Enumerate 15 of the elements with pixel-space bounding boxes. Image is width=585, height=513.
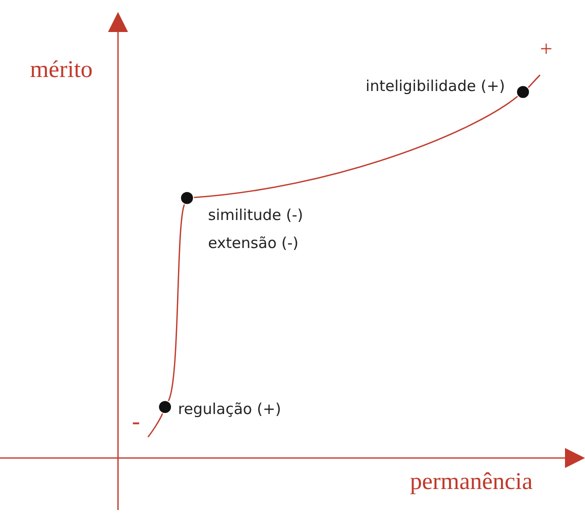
axis-label: permanência [410, 470, 533, 494]
data-point [159, 401, 171, 413]
point-label: regulação (+) [178, 400, 282, 418]
point-label: extensão (-) [208, 234, 299, 252]
sign-label: - [132, 410, 140, 434]
data-point [517, 86, 529, 98]
point-label: similitude (-) [208, 206, 304, 224]
curve-segment [147, 413, 164, 438]
sign-label: + [540, 38, 552, 60]
curve-segment [528, 74, 540, 88]
curve-segment [194, 96, 518, 198]
curve-segment [168, 204, 185, 402]
axis-label: mérito [30, 58, 93, 82]
point-label: inteligibilidade (+) [366, 77, 505, 95]
data-point [181, 192, 193, 204]
